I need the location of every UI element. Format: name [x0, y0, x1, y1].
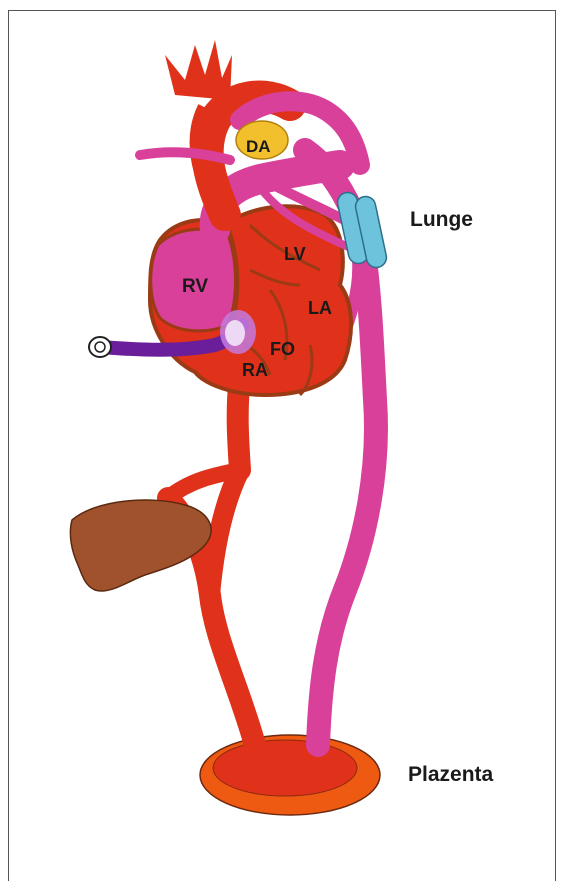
label-da: DA	[246, 137, 271, 156]
label-rv: RV	[182, 276, 208, 297]
label-plazenta: Plazenta	[408, 763, 493, 787]
label-lunge: Lunge	[410, 208, 473, 232]
label-la: LA	[308, 298, 332, 318]
label-fo: FO	[270, 339, 295, 359]
placenta	[200, 735, 380, 815]
pulmonary-branch	[140, 152, 230, 160]
liver	[70, 500, 211, 591]
catheter-tip-icon	[89, 337, 111, 357]
label-ra: RA	[242, 360, 268, 380]
label-lv: LV	[284, 244, 306, 264]
